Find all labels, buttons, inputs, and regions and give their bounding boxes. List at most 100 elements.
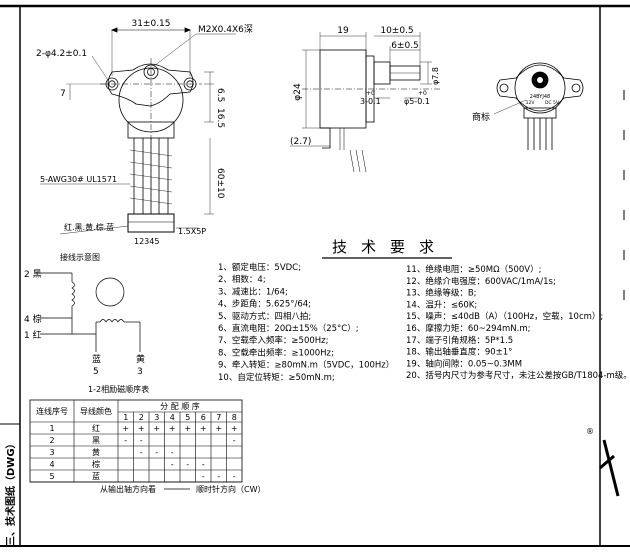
spec-item: 14、温升：≤60K; <box>406 299 477 310</box>
table-cell: + <box>184 424 191 433</box>
table-cell-seq: 5 <box>49 472 54 481</box>
spec-item: 5、驱动方式：四相八拍; <box>218 311 311 322</box>
side-view <box>290 32 440 173</box>
table-cell: - <box>140 448 143 457</box>
direction-from: 从输出轴方向看 <box>100 484 156 494</box>
table-cell: - <box>155 448 158 457</box>
label-caption: 商标 <box>472 111 490 123</box>
table-header-color: 导线颜色 <box>80 406 112 416</box>
table-cell: - <box>140 436 143 445</box>
dim-6: 6±0.5 <box>391 41 419 51</box>
table-cell-color: 黄 <box>92 447 100 457</box>
spec-item: 18、输出轴垂直度：90±1° <box>406 347 512 358</box>
spec-item: 2、相数：4; <box>218 274 266 285</box>
spec-item: 7、空载牵入频率：≥500Hz; <box>218 335 328 346</box>
cable-label: 5-AWG30# UL1571 <box>40 175 117 184</box>
table-cell-seq: 1 <box>49 424 54 433</box>
dim-19: 19 <box>337 26 349 36</box>
table-step: 3 <box>154 413 159 422</box>
wire-3-name: 黄 <box>136 353 145 365</box>
table-cell: + <box>153 424 160 433</box>
dim-3: 3-0.1 <box>360 97 381 106</box>
spec-item: 4、步距角：5.625°/64; <box>218 299 311 310</box>
specs-title: 技术要求 <box>332 238 448 256</box>
wiring-caption: 1-2相励磁顺序表 <box>88 384 149 394</box>
wire-colors: 红.黑.黄.棕.蓝 <box>64 222 114 232</box>
table-header-dist: 分 配 顺 序 <box>160 401 200 411</box>
spec-item: 19、轴向间隙：0.05~0.3MM <box>406 358 522 369</box>
table-cell: - <box>202 460 205 469</box>
wiring-title: 接线示意图 <box>60 252 100 262</box>
table-cell: + <box>169 424 176 433</box>
tol-3: +0 <box>366 90 375 97</box>
wire-5-name: 蓝 <box>92 353 101 365</box>
table-header-seq: 连线序号 <box>36 406 68 416</box>
wire-4: 4 棕 <box>24 313 42 325</box>
table-cell: + <box>138 424 145 433</box>
connector-pins: 12345 <box>134 237 159 246</box>
dim-10: 10±0.5 <box>380 26 413 36</box>
dim-thread: M2X0.4X6深 <box>198 24 253 35</box>
table-cell: - <box>217 472 220 481</box>
table-step: 2 <box>139 413 144 422</box>
spec-item: 9、牵入转矩：≥80mN.m（5VDC，100Hz） <box>218 360 394 371</box>
spec-item: 6、直流电阻：20Ω±15%（25°C）; <box>218 323 359 334</box>
table-cell: + <box>122 424 129 433</box>
logo-fragment <box>599 439 620 497</box>
side-heading: 三、技术图纸（DWG） <box>4 438 17 546</box>
table-step: 7 <box>216 413 221 422</box>
spec-item: 16、摩擦力矩：60~294mN.m; <box>406 323 530 334</box>
wire-2: 2 黑 <box>24 269 42 280</box>
table-cell: - <box>233 436 236 445</box>
spec-item: 1、额定电压：5VDC; <box>218 262 301 273</box>
table-cell-color: 蓝 <box>92 471 100 481</box>
label-model: 24BYJ48 <box>530 94 550 100</box>
label-line2: 12V <box>526 100 536 106</box>
spec-item: 8、空载牵出频率：≥1000Hz; <box>218 347 334 358</box>
table-cell: + <box>231 424 238 433</box>
table-cell: - <box>171 448 174 457</box>
wire-1: 1 红 <box>24 329 42 341</box>
dim-6-5: 6.5 <box>215 88 225 102</box>
spec-item: 17、端子引角规格：5P*1.5 <box>406 335 513 346</box>
dim-holes: 2-φ4.2±0.1 <box>36 49 87 59</box>
label-line3: DC 5V <box>545 100 560 106</box>
spec-item: 10、自定位转矩：≥50mN.m; <box>218 372 335 383</box>
label-view <box>493 62 584 150</box>
table-cell-seq: 4 <box>49 460 54 469</box>
table-cell: - <box>124 436 127 445</box>
table-cell: - <box>233 472 236 481</box>
dim-dia-24: φ24 <box>293 83 303 101</box>
spec-item: 11、绝缘电阻：≥50MΩ（500V）; <box>406 264 542 275</box>
table-cell: - <box>202 472 205 481</box>
table-cell: + <box>215 424 222 433</box>
spec-item: 15、噪声：≤40dB（A）（100Hz，空载，10cm）; <box>406 311 603 322</box>
dim-5: φ5-0.1 <box>404 97 430 106</box>
table-cell: + <box>200 424 207 433</box>
specs-right: 11、绝缘电阻：≥50MΩ（500V）;12、绝缘介电强度：600VAC/1mA… <box>406 264 630 381</box>
connector-spec: 1.5X5P <box>178 227 206 236</box>
dim-60: 60±10 <box>215 168 225 199</box>
specs-left: 1、额定电压：5VDC;2、相数：4;3、减速比：1/64; 4、步距角：5.62… <box>218 262 394 383</box>
table-step: 5 <box>185 413 190 422</box>
table-step: 8 <box>232 413 237 422</box>
dim-16-5: 16.5 <box>215 108 225 128</box>
table-cell-color: 棕 <box>92 459 100 469</box>
table-cell-color: 黑 <box>92 436 100 445</box>
dim-left-7: 7 <box>60 89 66 99</box>
tol-5: +0 <box>418 90 427 97</box>
table-step: 1 <box>123 413 128 422</box>
wire-3-num: 3 <box>137 367 143 377</box>
table-step: 6 <box>201 413 206 422</box>
spec-item: 3、减速比：1/64; <box>218 286 288 297</box>
table-cell: - <box>171 460 174 469</box>
dim-dia-7-8: φ7.8 <box>431 67 440 85</box>
wire-5-num: 5 <box>93 367 99 377</box>
spec-item: 12、绝缘介电强度：600VAC/1mA/1s; <box>406 276 556 287</box>
table-cell-color: 红 <box>92 423 100 433</box>
front-view <box>40 27 236 235</box>
table-cell: - <box>186 460 189 469</box>
direction-to: 顺时针方向（CW） <box>196 484 266 494</box>
